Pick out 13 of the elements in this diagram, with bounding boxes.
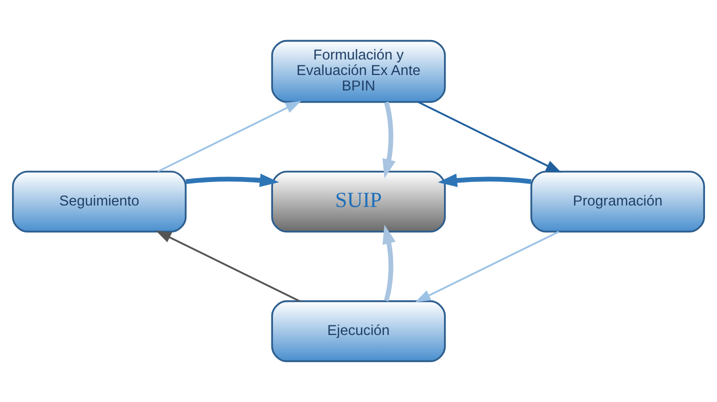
node-box: Formulación y Evaluación Ex Ante BPIN xyxy=(271,40,446,103)
arrow xyxy=(382,224,396,302)
arrow xyxy=(415,230,560,302)
arrow xyxy=(158,100,302,172)
node-box: Seguimiento xyxy=(12,170,187,232)
arrow xyxy=(438,174,532,188)
node-box: Ejecución xyxy=(271,300,446,362)
arrow xyxy=(418,101,562,173)
node-box: Programación xyxy=(530,170,705,232)
arrow xyxy=(156,230,300,302)
node-box: SUIP xyxy=(271,170,446,232)
arrow xyxy=(382,102,396,178)
arrow xyxy=(186,174,280,188)
